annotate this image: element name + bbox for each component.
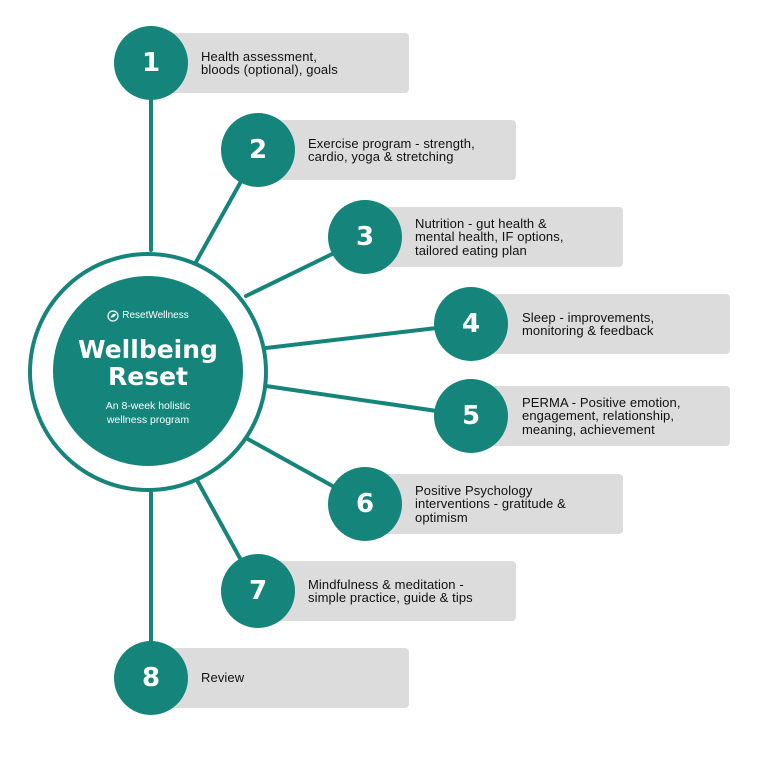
step-4-text: Sleep - improvements, monitoring & feedb… [522,309,655,338]
step-8-number: 8 [114,641,188,715]
step-5-text: PERMA - Positive emotion, engagement, re… [522,394,681,437]
brand-name: ResetWellness [122,310,189,321]
step-1-card: Health assessment, bloods (optional), go… [151,33,409,93]
step-3-text: Nutrition - gut health & mental health, … [415,215,564,258]
step-6-number: 6 [328,467,402,541]
step-2-card: Exercise program - strength, cardio, yog… [258,120,516,180]
hub-subtitle-line-2: wellness program [106,413,190,426]
step-7-text: Mindfulness & meditation - simple practi… [308,576,473,605]
hub-subtitle: An 8-week holistic wellness program [106,399,191,427]
leaf-icon [107,309,119,322]
hub-subtitle-line-1: An 8-week holistic [105,399,191,412]
hub-title-line-1: Wellbeing [78,334,218,364]
step-5-card: PERMA - Positive emotion, engagement, re… [471,386,730,446]
step-7-card: Mindfulness & meditation - simple practi… [258,561,516,621]
step-1-text: Health assessment, bloods (optional), go… [201,48,338,77]
step-5-number: 5 [434,379,508,453]
step-2-text: Exercise program - strength, cardio, yog… [308,135,475,164]
step-1-number: 1 [114,26,188,100]
hub-circle: ResetWellness Wellbeing Reset An 8-week … [53,276,243,466]
step-2-number: 2 [221,113,295,187]
step-6-card: Positive Psychology interventions - grat… [365,474,623,534]
step-3-number: 3 [328,200,402,274]
step-4-number: 4 [434,287,508,361]
step-3-card: Nutrition - gut health & mental health, … [365,207,623,267]
hub-title-line-2: Reset [108,361,188,391]
step-7-number: 7 [221,554,295,628]
step-4-card: Sleep - improvements, monitoring & feedb… [471,294,730,354]
step-6-text: Positive Psychology interventions - grat… [415,482,566,525]
hub-title: Wellbeing Reset [78,336,218,390]
step-8-text: Review [201,670,245,686]
brand-logo: ResetWellness [107,309,189,322]
step-8-card: Review [151,648,409,708]
